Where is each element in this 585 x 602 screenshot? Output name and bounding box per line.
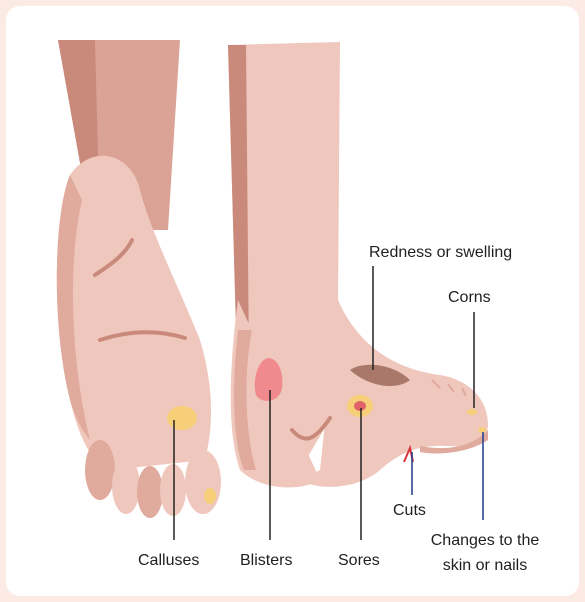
right-foot-side	[228, 42, 488, 487]
label-changes-line-1: Changes to the	[431, 531, 540, 551]
label-changes-line-2: skin or nails	[431, 556, 540, 576]
label-redness-or-swelling: Redness or swelling	[369, 243, 512, 263]
label-calluses: Calluses	[138, 551, 199, 571]
callus-toe-mark	[204, 488, 216, 504]
label-changes-skin-nails: Changes to the skin or nails	[431, 531, 540, 576]
label-sores: Sores	[338, 551, 380, 571]
label-corns: Corns	[448, 288, 491, 308]
label-cuts: Cuts	[393, 501, 426, 521]
left-foot-sole	[57, 40, 221, 518]
label-blisters: Blisters	[240, 551, 292, 571]
corn-mark	[467, 409, 477, 415]
callus-mark	[167, 406, 197, 430]
nail-change-mark	[478, 427, 486, 433]
